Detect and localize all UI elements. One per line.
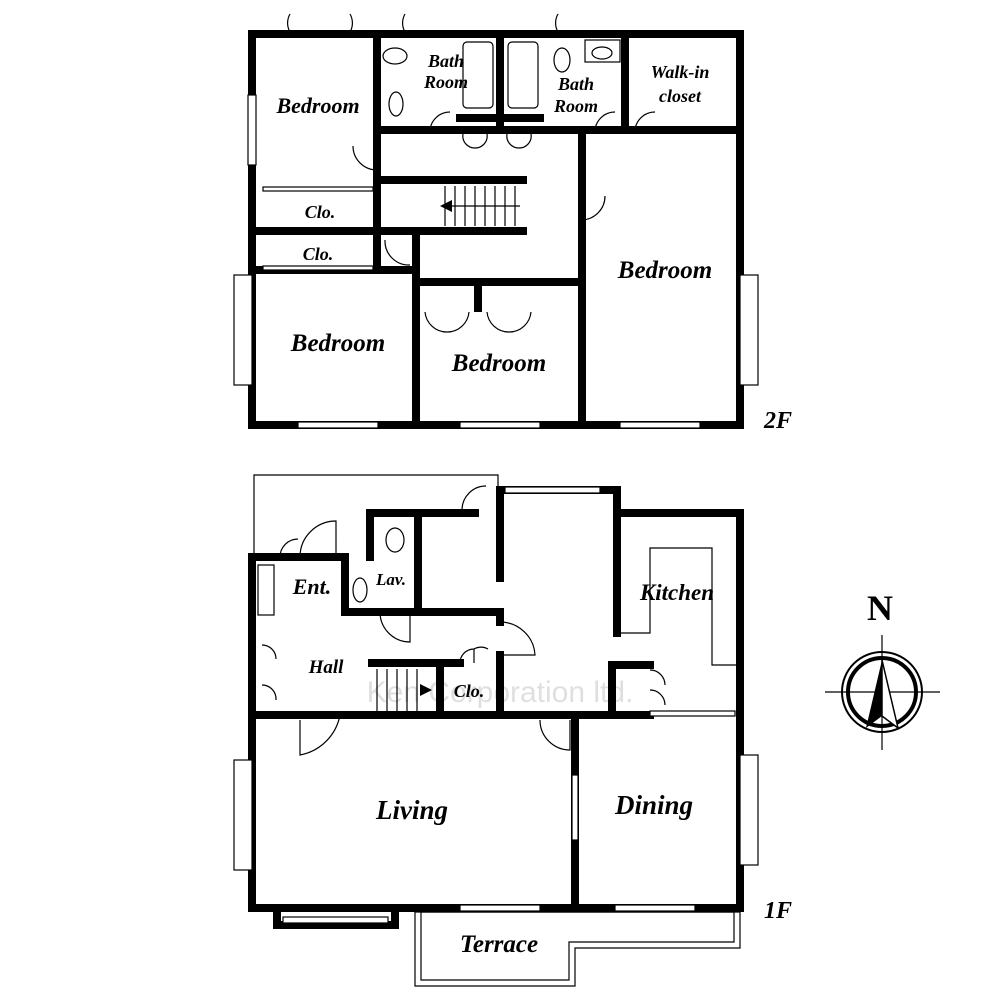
room-label: Hall [308,657,345,678]
room-label: Dining [614,790,693,820]
room-label: Terrace [460,931,538,958]
room-label: Living [375,795,448,825]
floor-label-2f: 2F [763,408,792,434]
room-label: Ent. [292,574,332,599]
room-label: Clo. [454,681,485,701]
compass-north-label: N [867,588,893,628]
room-label: Lav. [375,570,406,589]
room-label: Clo. [303,244,334,264]
room-label: Walk-in [651,62,710,82]
room-label: Room [553,96,598,116]
compass-icon: N [825,588,940,750]
floor-2-fixtures [233,13,759,429]
room-label: Bath [427,51,464,71]
room-label: Clo. [305,202,336,222]
room-label: Bedroom [290,330,385,357]
floor-2-labels: Bedroom Bath Room Bath Room Walk-in clos… [275,51,792,434]
room-label: Room [423,72,468,92]
floor-label-1f: 1F [764,898,792,924]
room-label: Bedroom [617,257,712,284]
room-label: Bedroom [275,93,359,118]
room-label: closet [659,86,702,106]
room-label: Bedroom [451,350,546,377]
watermark: Ken Corporation ltd. [367,676,634,709]
floor-1-fixtures [233,485,759,924]
floor-1-labels: Ent. Lav. Hall Clo. Kitchen Living Dinin… [292,570,792,958]
room-label: Kitchen [639,580,714,605]
room-label: Bath [557,74,594,94]
